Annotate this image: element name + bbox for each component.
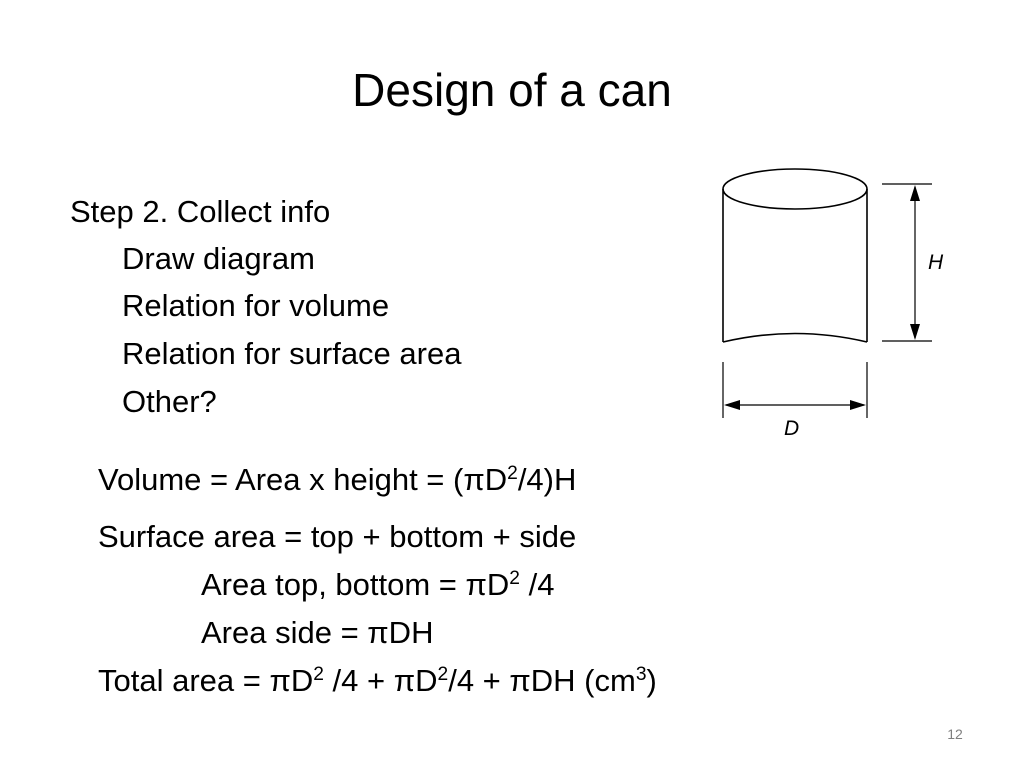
diameter-arrow-left — [724, 400, 740, 410]
diameter-label: D — [784, 417, 799, 440]
total-area-equation: Total area = πD2 /4 + πD2/4 + πDH (cm3) — [98, 663, 657, 698]
volume-equation: Volume = Area x height = (πD2/4)H — [98, 462, 577, 497]
cylinder-diagram: H D — [722, 168, 944, 440]
step-item-other: Other? — [122, 384, 217, 419]
height-arrow-top — [910, 185, 920, 201]
step-heading: Step 2. Collect info — [70, 194, 331, 229]
slide-title: Design of a can — [352, 64, 672, 116]
step-item-draw-diagram: Draw diagram — [122, 241, 315, 276]
surface-area-equation: Surface area = top + bottom + side — [98, 519, 577, 554]
step-item-surface-relation: Relation for surface area — [122, 336, 462, 371]
area-side-equation: Area side = πDH — [201, 615, 434, 650]
height-arrow-bottom — [910, 324, 920, 340]
diameter-arrow-right — [850, 400, 866, 410]
cylinder-bottom-curve — [722, 332, 868, 343]
page-number: 12 — [947, 726, 963, 742]
height-label: H — [928, 251, 944, 274]
area-top-bottom-equation: Area top, bottom = πD2 /4 — [201, 567, 555, 602]
cylinder-top-ellipse — [722, 168, 868, 210]
step-item-volume-relation: Relation for volume — [122, 288, 390, 323]
